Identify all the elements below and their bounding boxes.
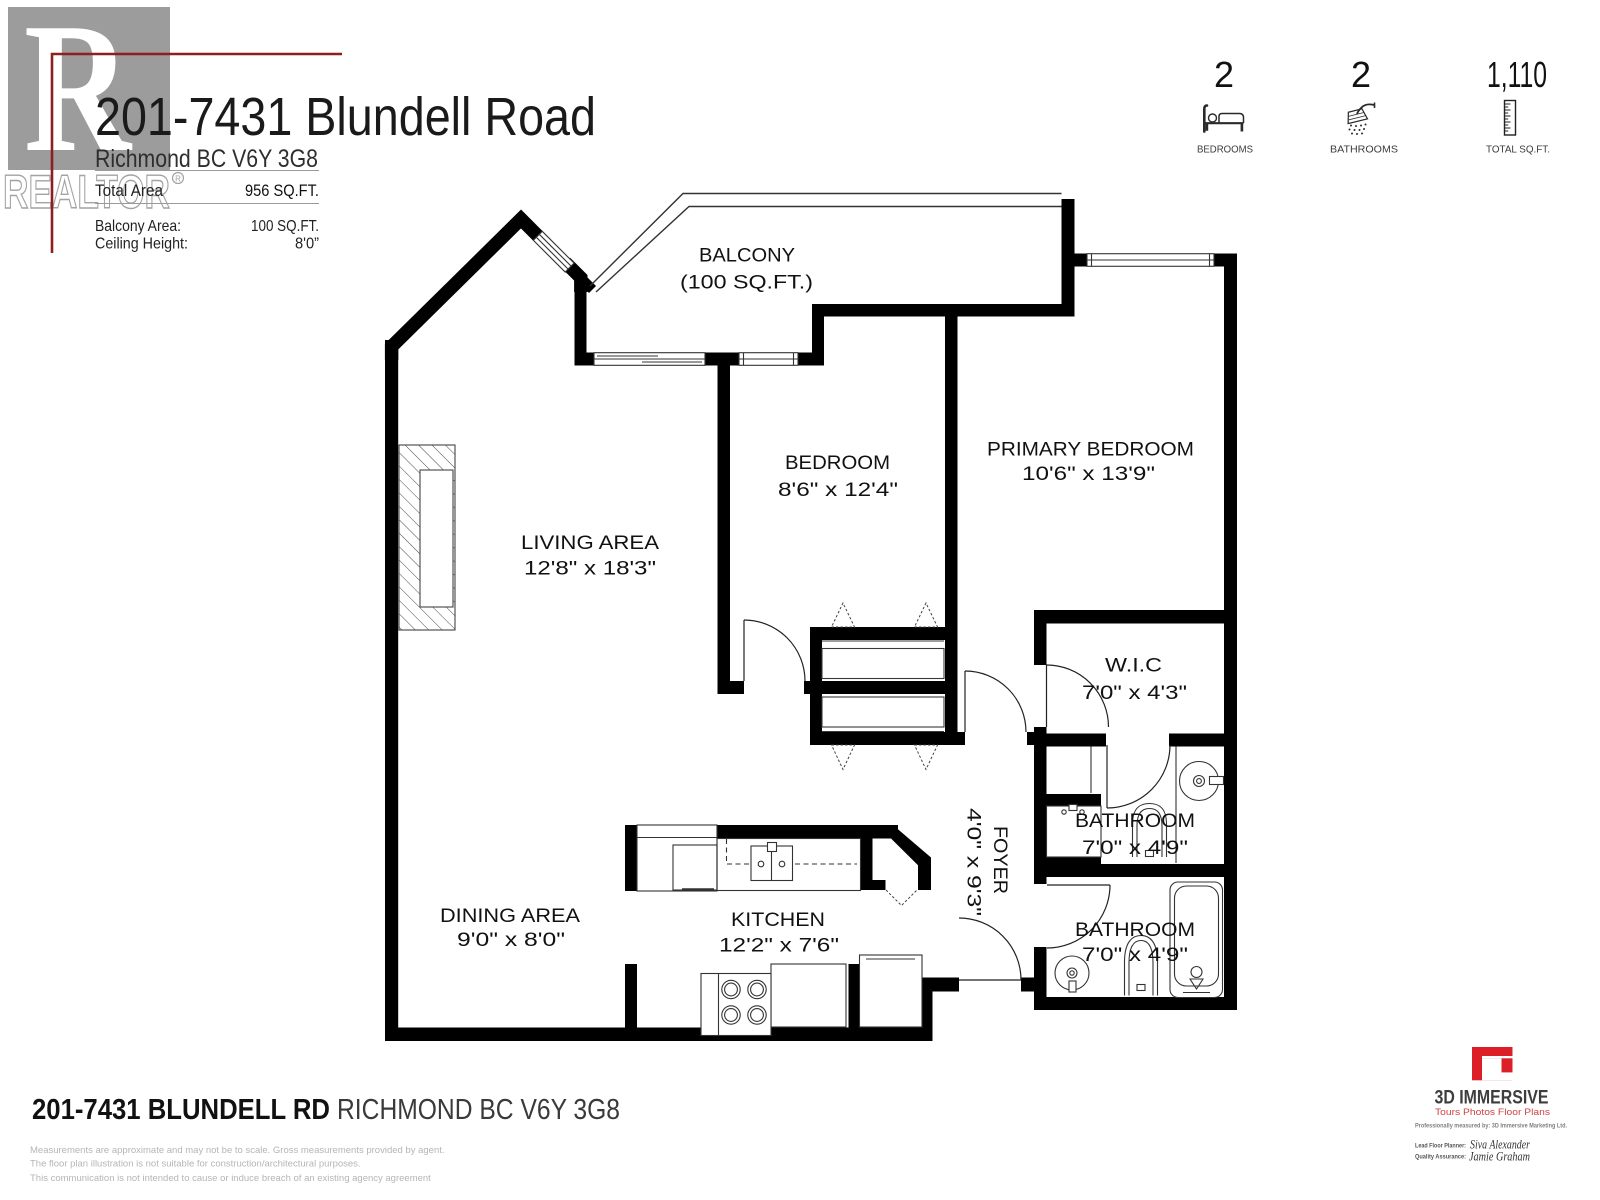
svg-text:Tours Photos Floor Plans: Tours Photos Floor Plans <box>1435 1107 1550 1118</box>
svg-text:DINING AREA: DINING AREA <box>440 905 580 927</box>
svg-text:Ceiling Height:: Ceiling Height: <box>95 236 188 253</box>
svg-text:Quality Assurance:: Quality Assurance: <box>1415 1154 1466 1161</box>
svg-text:PRIMARY BEDROOM: PRIMARY BEDROOM <box>987 439 1194 461</box>
svg-text:2: 2 <box>1351 54 1371 95</box>
svg-text:Richmond BC V6Y 3G8: Richmond BC V6Y 3G8 <box>95 145 318 173</box>
svg-text:KITCHEN: KITCHEN <box>731 909 825 931</box>
svg-text:LIVING AREA: LIVING AREA <box>521 532 659 554</box>
svg-text:(100 SQ.FT.): (100 SQ.FT.) <box>680 272 813 294</box>
svg-text:2: 2 <box>1214 54 1234 95</box>
svg-text:BEDROOM: BEDROOM <box>785 452 890 474</box>
svg-text:Measurements are approximate a: Measurements are approximate and may not… <box>30 1145 445 1156</box>
svg-text:The floor plan illustration is: The floor plan illustration is not suita… <box>30 1159 361 1170</box>
svg-text:1,110: 1,110 <box>1487 54 1547 95</box>
svg-text:BALCONY: BALCONY <box>699 245 795 267</box>
svg-text:12'8" x 18'3": 12'8" x 18'3" <box>524 558 656 580</box>
svg-text:BATHROOM: BATHROOM <box>1075 810 1195 832</box>
svg-text:R: R <box>175 175 181 184</box>
svg-text:Jamie Graham: Jamie Graham <box>1469 1149 1530 1164</box>
svg-text:8'6" x 12'4": 8'6" x 12'4" <box>778 479 898 501</box>
svg-text:201-7431 Blundell Road: 201-7431 Blundell Road <box>95 87 596 147</box>
svg-text:7'0" x 4'3": 7'0" x 4'3" <box>1082 682 1187 704</box>
svg-text:R: R <box>24 0 132 191</box>
svg-text:9'0" x 8'0": 9'0" x 8'0" <box>457 929 565 951</box>
svg-text:8'0”: 8'0” <box>295 236 319 253</box>
svg-text:W.I.C: W.I.C <box>1105 655 1162 677</box>
svg-text:BATHROOM: BATHROOM <box>1075 919 1195 941</box>
svg-text:BEDROOMS: BEDROOMS <box>1197 144 1253 156</box>
svg-text:7'0" x 4'9": 7'0" x 4'9" <box>1082 837 1188 859</box>
svg-text:7'0" x 4'9": 7'0" x 4'9" <box>1082 944 1188 966</box>
svg-text:BATHROOMS: BATHROOMS <box>1330 144 1398 156</box>
svg-text:Lead Floor Planner:: Lead Floor Planner: <box>1415 1143 1466 1150</box>
svg-text:3D IMMERSIVE: 3D IMMERSIVE <box>1435 1088 1549 1109</box>
svg-text:956 SQ.FT.: 956 SQ.FT. <box>245 182 319 200</box>
svg-text:Total Area: Total Area <box>95 182 164 200</box>
svg-text:TOTAL SQ.FT.: TOTAL SQ.FT. <box>1486 144 1550 156</box>
svg-text:12'2" x 7'6": 12'2" x 7'6" <box>719 935 839 957</box>
svg-text:Siva Alexander: Siva Alexander <box>1470 1137 1531 1152</box>
svg-text:10'6" x 13'9": 10'6" x 13'9" <box>1022 463 1155 485</box>
svg-text:FOYER: FOYER <box>989 826 1011 894</box>
svg-text:Professionally measured by: 3D: Professionally measured by: 3D Immersive… <box>1415 1124 1567 1130</box>
svg-text:4'0" x 9'3": 4'0" x 9'3" <box>963 808 985 916</box>
svg-text:Balcony Area:: Balcony Area: <box>95 218 181 235</box>
svg-text:REALTOR: REALTOR <box>3 165 170 218</box>
svg-text:100 SQ.FT.: 100 SQ.FT. <box>251 218 319 235</box>
svg-text:This communication is not inte: This communication is not intended to ca… <box>30 1173 431 1184</box>
